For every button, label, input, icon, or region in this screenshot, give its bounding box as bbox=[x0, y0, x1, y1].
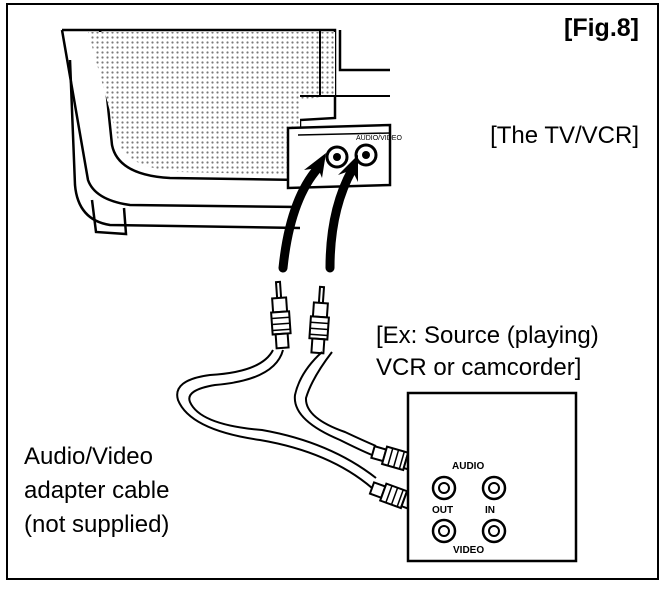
source-label-line2: VCR or camcorder] bbox=[376, 354, 582, 381]
figure-frame bbox=[6, 3, 659, 580]
source-device: AUDIO OUT IN VIDEO bbox=[406, 391, 578, 563]
device-audio-label: AUDIO bbox=[452, 461, 484, 472]
source-label-line1: [Ex: Source (playing) bbox=[376, 322, 599, 349]
cable-label-line1: Audio/Video bbox=[24, 443, 153, 470]
cable-label-line2: adapter cable bbox=[24, 477, 170, 504]
tv-vcr-label: [The TV/VCR] bbox=[490, 122, 639, 149]
figure-number-label: [Fig.8] bbox=[564, 14, 639, 42]
cable-plug-top-right bbox=[308, 285, 330, 355]
device-video-label: VIDEO bbox=[453, 545, 484, 556]
tv-speaker-grille bbox=[88, 32, 335, 175]
device-out-label: OUT bbox=[432, 505, 453, 516]
tv-vcr-illustration: AUDIO/VIDEO bbox=[60, 28, 402, 236]
cable-label-line3: (not supplied) bbox=[24, 511, 170, 538]
av-cable bbox=[176, 349, 377, 489]
tv-jack-label: AUDIO/VIDEO bbox=[356, 135, 402, 142]
device-in-label: IN bbox=[485, 505, 495, 516]
cable-arrows bbox=[278, 153, 358, 273]
cable-plug-top-left bbox=[270, 280, 292, 350]
